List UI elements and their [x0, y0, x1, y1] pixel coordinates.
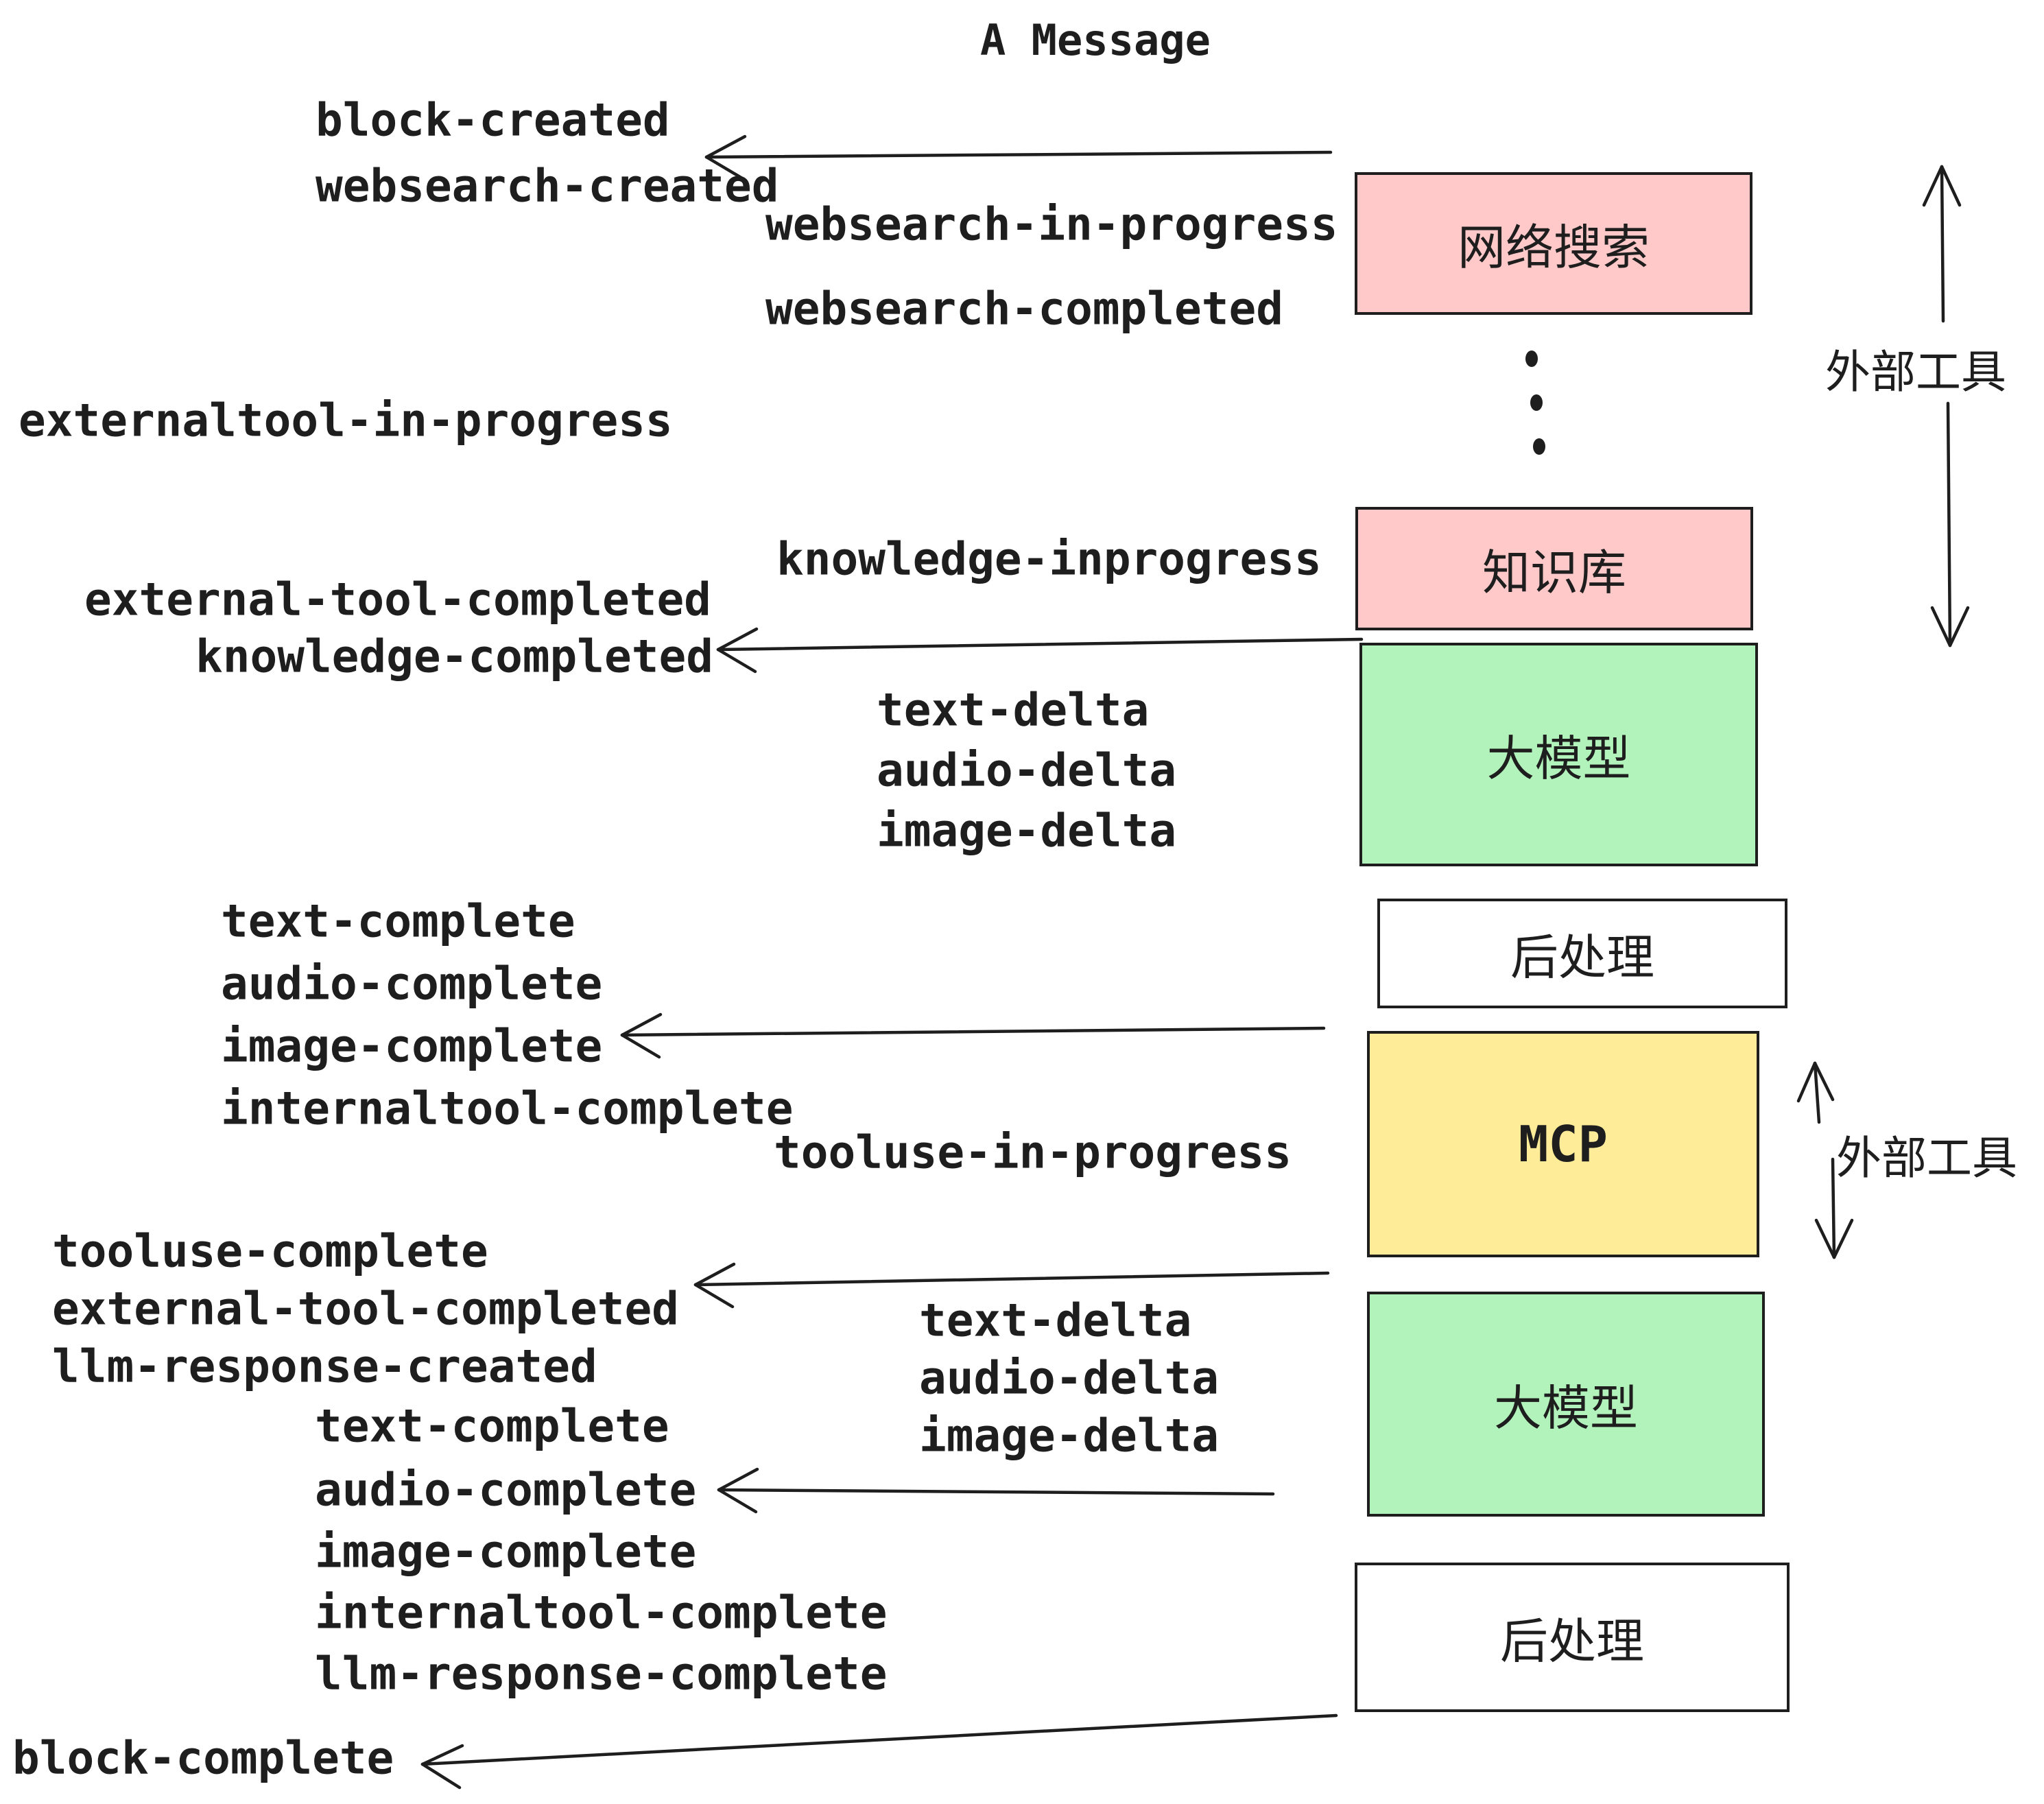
annotation-external-tools-bottom: 外部工具 [1836, 1132, 2017, 1185]
double-arrow-external-tools-top [1922, 165, 1970, 648]
event-label-internaltool-complete-1: internaltool-complete [221, 1082, 794, 1135]
box-websearch-label: 网络搜索 [1458, 219, 1650, 276]
event-label-image-complete-1: image-complete [221, 1019, 603, 1073]
arrow-to-audio-complete [717, 1467, 1275, 1514]
event-label-tooluse-in-progress: tooluse-in-progress [774, 1126, 1292, 1179]
event-label-image-delta-2: image-delta [919, 1409, 1220, 1462]
box-postprocess-1-label: 后处理 [1510, 929, 1654, 986]
ellipsis-dots [1525, 351, 1545, 455]
box-llm-2: 大模型 [1367, 1292, 1765, 1517]
arrow-to-tooluse-complete [693, 1262, 1330, 1309]
event-label-block-created: block-created [316, 93, 670, 147]
arrow-to-image-complete [620, 1012, 1326, 1059]
event-label-image-delta-1: image-delta [877, 804, 1177, 857]
arrow-to-block-created [704, 134, 1333, 181]
event-label-text-delta-1: text-delta [877, 683, 1150, 737]
arrow-to-block-complete [420, 1713, 1338, 1790]
event-label-external-tool-completed-2: external-tool-completed [52, 1282, 679, 1336]
box-llm-1: 大模型 [1359, 643, 1758, 866]
event-label-text-complete-2: text-complete [315, 1399, 669, 1453]
event-label-audio-delta-2: audio-delta [919, 1351, 1220, 1405]
event-label-knowledge-completed: knowledge-completed [195, 630, 713, 683]
event-label-image-complete-2: image-complete [315, 1525, 697, 1578]
box-knowledge-label: 知识库 [1482, 544, 1626, 601]
annotation-external-tools-top: 外部工具 [1825, 346, 2006, 399]
event-label-knowledge-inprogress: knowledge-inprogress [776, 532, 1322, 586]
box-knowledge: 知识库 [1355, 507, 1753, 630]
box-postprocess-1: 后处理 [1377, 899, 1787, 1008]
event-label-audio-complete-2: audio-complete [315, 1463, 697, 1517]
box-llm-1-label: 大模型 [1486, 730, 1631, 787]
event-label-external-tool-completed: external-tool-completed [84, 573, 711, 626]
event-label-text-delta-2: text-delta [919, 1294, 1192, 1347]
box-mcp: MCP [1367, 1031, 1759, 1257]
event-label-externaltool-in-progress: externaltool-in-progress [19, 394, 673, 447]
double-arrow-external-tools-bottom [1796, 1061, 1854, 1259]
diagram-title: A Message [980, 15, 1211, 65]
event-label-audio-complete-1: audio-complete [221, 957, 603, 1010]
box-llm-2-label: 大模型 [1494, 1379, 1638, 1436]
box-websearch: 网络搜索 [1355, 172, 1752, 315]
event-label-websearch-in-progress: websearch-in-progress [765, 198, 1338, 251]
event-label-llm-response-complete: llm-response-complete [315, 1647, 888, 1700]
event-label-block-complete: block-complete [12, 1731, 394, 1785]
event-label-llm-response-created: llm-response-created [52, 1340, 597, 1393]
box-postprocess-2: 后处理 [1355, 1563, 1790, 1712]
box-mcp-label: MCP [1518, 1115, 1608, 1173]
event-label-tooluse-complete: tooluse-complete [52, 1224, 488, 1278]
event-label-websearch-completed: websearch-completed [765, 282, 1283, 335]
box-postprocess-2-label: 后处理 [1500, 1613, 1644, 1670]
arrow-to-knowledge-completed [716, 627, 1364, 674]
event-label-internaltool-complete-2: internaltool-complete [315, 1586, 888, 1639]
event-label-text-complete-1: text-complete [221, 894, 575, 948]
event-label-audio-delta-1: audio-delta [877, 744, 1177, 797]
event-label-websearch-created: websearch-created [316, 159, 779, 213]
